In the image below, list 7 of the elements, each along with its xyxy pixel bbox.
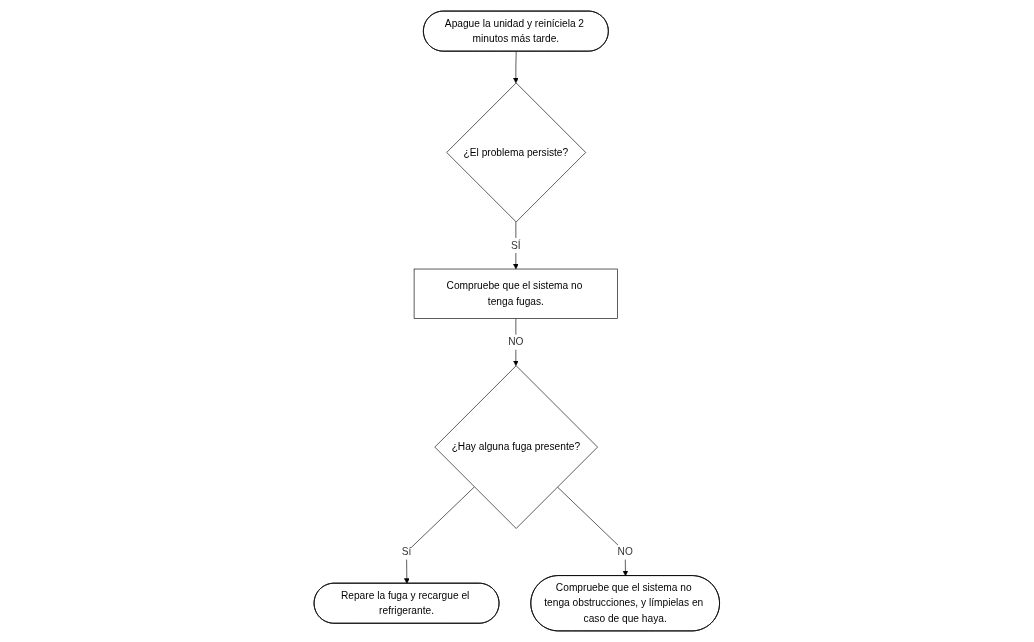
node-diamond: ¿El problema persiste? (446, 82, 587, 223)
edge-label: SÍ (511, 239, 521, 251)
edge-label: NO (508, 336, 524, 348)
node-diamond: ¿Hay alguna fuga presente? (434, 365, 599, 529)
node-box: Compruebe que el sistema no tenga fugas. (413, 268, 619, 319)
edge-label: Sí (401, 546, 412, 558)
edge-label: NO (617, 546, 633, 558)
